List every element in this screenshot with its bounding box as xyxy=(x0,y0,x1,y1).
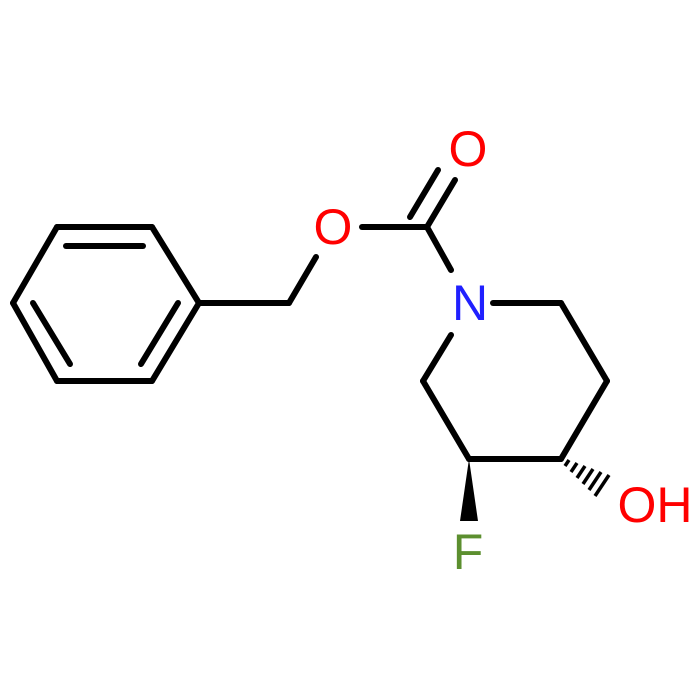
bond-ch2-to-ester-o xyxy=(286,254,319,306)
bond-c2-to-c3 xyxy=(558,300,610,384)
atom-ring-nitrogen: N xyxy=(452,275,488,331)
wedge-bond-to-fluorine xyxy=(460,459,478,521)
atom-fluorine: F xyxy=(453,524,484,580)
bond-benzene-3 xyxy=(149,300,202,384)
bond-carbonyl-to-n xyxy=(424,224,454,273)
bond-c3-to-c4 xyxy=(558,378,610,462)
benzene-ring xyxy=(10,224,202,384)
bond-benzene-2 xyxy=(149,224,202,306)
piperidine-ring xyxy=(420,300,610,462)
bond-c6-to-n xyxy=(420,332,454,384)
bond-benzene-5 xyxy=(10,300,60,384)
bond-c5-to-c6 xyxy=(420,378,472,462)
hashed-bond-to-hydroxyl xyxy=(563,459,611,497)
atom-carbonyl-oxygen: O xyxy=(449,121,488,177)
bond-benzene-6 xyxy=(10,224,60,306)
bond-carbonyl-double-1 xyxy=(424,177,458,230)
atom-hydroxyl: OH xyxy=(618,477,693,533)
bond-benzene-inner-3 xyxy=(30,300,73,367)
bond-benzene-inner-2 xyxy=(138,300,181,367)
atom-ester-oxygen: O xyxy=(314,199,353,255)
bond-carbonyl-double-2 xyxy=(407,167,441,220)
